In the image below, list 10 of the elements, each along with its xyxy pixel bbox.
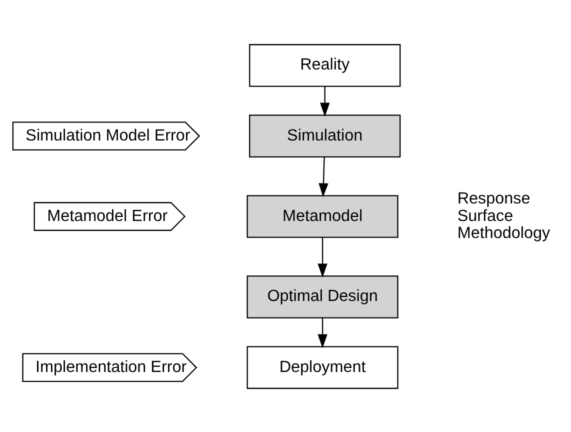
label: Response Surface Methodology xyxy=(457,188,550,242)
node-box: Reality xyxy=(249,44,401,86)
arrow xyxy=(318,317,328,348)
node-box: Metamodel xyxy=(246,194,398,238)
node-box: Deployment xyxy=(246,346,398,388)
arrow xyxy=(318,236,328,278)
arrow xyxy=(318,156,328,197)
arrow xyxy=(320,86,330,116)
node-box: Optimal Design xyxy=(246,275,398,318)
node-box: Simulation xyxy=(249,114,401,157)
